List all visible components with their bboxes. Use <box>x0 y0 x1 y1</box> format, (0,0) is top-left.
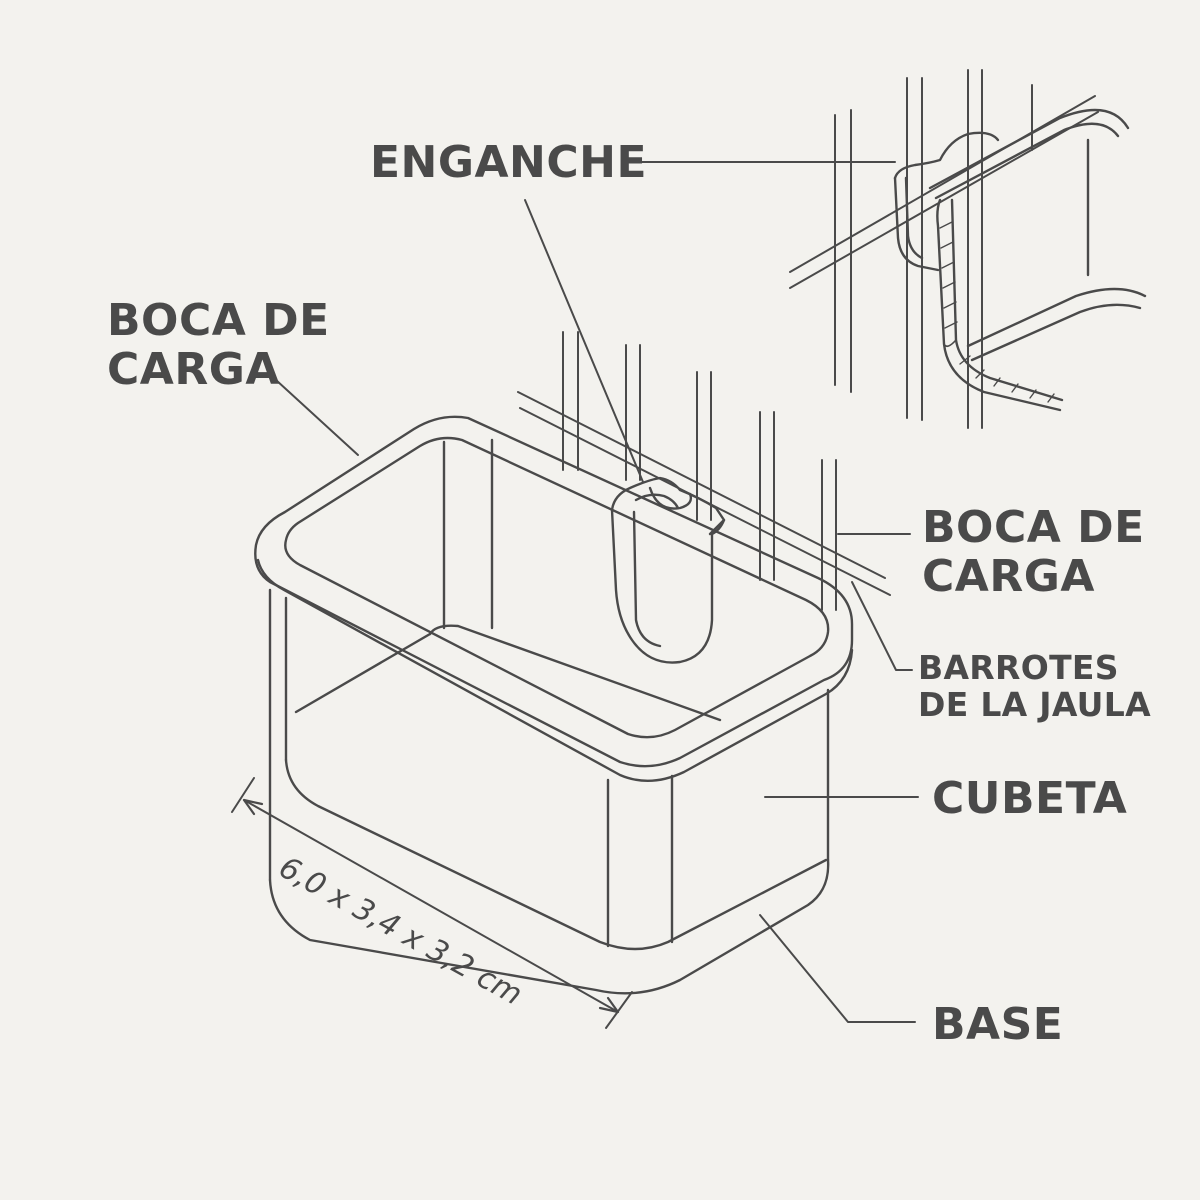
hook-detail-inset <box>789 69 1147 429</box>
label-enganche: ENGANCHE <box>370 137 648 188</box>
label-boca-left-line1: BOCA DE <box>107 295 330 346</box>
label-boca-left-line2: CARGA <box>107 344 280 396</box>
label-boca-de-carga-left: BOCA DE CARGA <box>107 296 330 395</box>
label-barrotes-de-la-jaula: BARROTES DE LA JAULA <box>918 648 1151 724</box>
cage-bars-main <box>562 331 837 611</box>
leader-base <box>759 914 916 1023</box>
label-barrotes-line2: DE LA JAULA <box>918 684 1151 724</box>
label-boca-right-line2: CARGA <box>922 551 1095 603</box>
leader-barrotes <box>851 581 913 671</box>
leader-boca-left <box>275 379 359 456</box>
label-boca-de-carga-right: BOCA DE CARGA <box>922 503 1145 602</box>
label-barrotes-line1: BARROTES <box>918 648 1119 687</box>
label-boca-right-line1: BOCA DE <box>922 502 1145 553</box>
dimension-arrow <box>231 777 633 1029</box>
label-base: BASE <box>932 999 1064 1050</box>
leader-lines <box>275 161 919 1023</box>
cage-rails-main <box>517 391 891 596</box>
feeder-hook <box>610 476 726 664</box>
leader-enganche-main <box>524 199 644 483</box>
feeder-tub <box>254 415 854 995</box>
label-cubeta: CUBETA <box>932 773 1128 824</box>
